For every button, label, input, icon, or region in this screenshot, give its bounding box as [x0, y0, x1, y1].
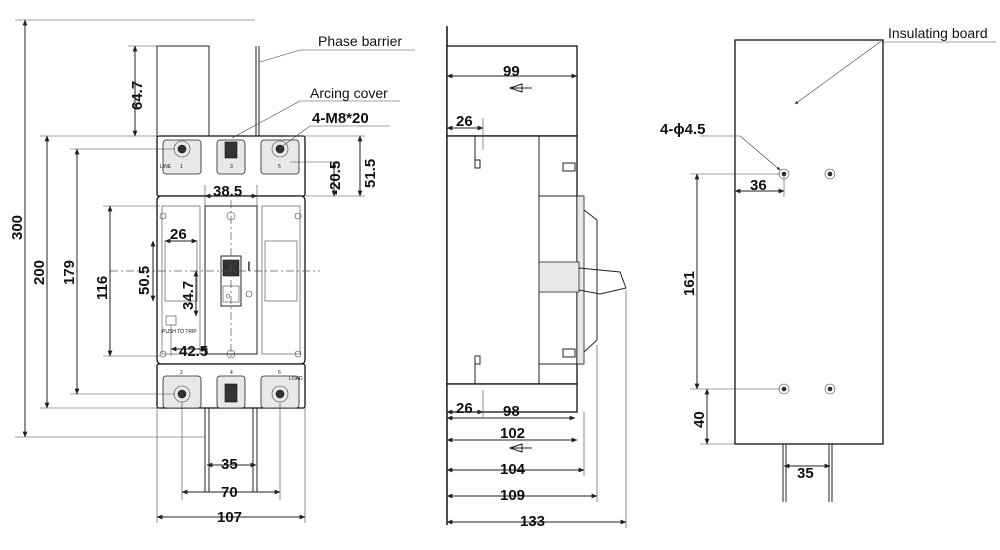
arc-chute-center-top: [224, 141, 238, 159]
switch-on-label: I: [247, 258, 251, 274]
board-view: [734, 39, 884, 502]
dim-button-offset: 42.5: [179, 343, 208, 360]
dim-133: 133: [520, 513, 545, 530]
dim-top-depth: 99: [503, 63, 520, 80]
dim-terminal-height: 179: [61, 260, 78, 285]
dim-handle-window: 38.5: [213, 183, 242, 200]
terminal-number-4: 4: [230, 370, 233, 376]
terminal-number-6: 6: [278, 370, 281, 376]
insulating-board-callout: Insulating board: [888, 25, 988, 41]
dim-pole-pitch: 35: [221, 456, 238, 473]
line-label: LINE: [160, 164, 172, 170]
dim-104: 104: [500, 461, 526, 478]
dim-102: 102: [500, 425, 525, 442]
dim-body-height: 200: [31, 260, 48, 285]
dim-terminal-offset: 51.5: [362, 159, 379, 188]
switch-off-label: O: [226, 294, 230, 300]
dim-button-height: 34.7: [180, 281, 197, 310]
dim-hole-offset: 36: [750, 177, 767, 194]
side-view-dimensions: 99 26 26 98 102 104 109 133: [446, 63, 627, 530]
insulating-board: [734, 39, 884, 445]
bolts-callout: 4-M8*20: [312, 110, 369, 127]
load-label: LOAD: [289, 376, 303, 382]
board-view-callouts: Insulating board 4-ϕ4.5: [660, 25, 996, 171]
board-view-dimensions: 36 161 40 35: [681, 173, 831, 482]
dim-terminal-depth: -20.5: [327, 161, 344, 195]
terminal-number-3: 3: [230, 164, 233, 170]
side-body: [446, 135, 578, 385]
phase-barrier-callout: Phase barrier: [318, 33, 402, 49]
holes-callout: 4-ϕ4.5: [660, 121, 705, 138]
dim-109: 109: [500, 487, 525, 504]
dim-label-width: 26: [170, 226, 187, 243]
dim-hole-spacing-v: 161: [681, 271, 698, 296]
dim-overall-height: 300: [9, 215, 26, 240]
side-lower-terminal: [446, 383, 578, 413]
dim-bottom-offset: 26: [456, 400, 473, 417]
dim-bottom-offset-board: 40: [691, 411, 708, 428]
terminal-number-1: 1: [180, 164, 183, 170]
push-to-trip-label: PUSH TO TRIP: [162, 329, 197, 335]
dim-cover-height: 116: [94, 276, 111, 300]
dim-label-height: 50.5: [136, 266, 153, 295]
arc-chute-center-bottom: [224, 383, 238, 403]
front-view: LINE 1 3 5 I O PUSH TO TRIP: [110, 45, 320, 492]
side-view: [446, 26, 627, 525]
terminal-number-2: 2: [180, 370, 183, 376]
dim-outer-pitch: 70: [221, 484, 238, 501]
side-upper-barrier: [446, 45, 578, 137]
dim-overall-width: 107: [217, 509, 242, 526]
front-view-callouts: Phase barrier Arcing cover 4-M8*20: [231, 33, 415, 149]
terminal-number-5: 5: [278, 164, 281, 170]
front-view-dimensions: 300 200 179 116 64.7 51.5 -20.5 38.5: [9, 19, 379, 526]
dim-98: 98: [503, 403, 520, 420]
dim-hole-spacing-h: 35: [797, 465, 814, 482]
arcing-cover-callout: Arcing cover: [310, 85, 388, 101]
dim-barrier-height: 64.7: [129, 81, 146, 110]
dim-top-offset: 26: [456, 113, 473, 130]
top-phase-barrier-left: [156, 45, 210, 139]
